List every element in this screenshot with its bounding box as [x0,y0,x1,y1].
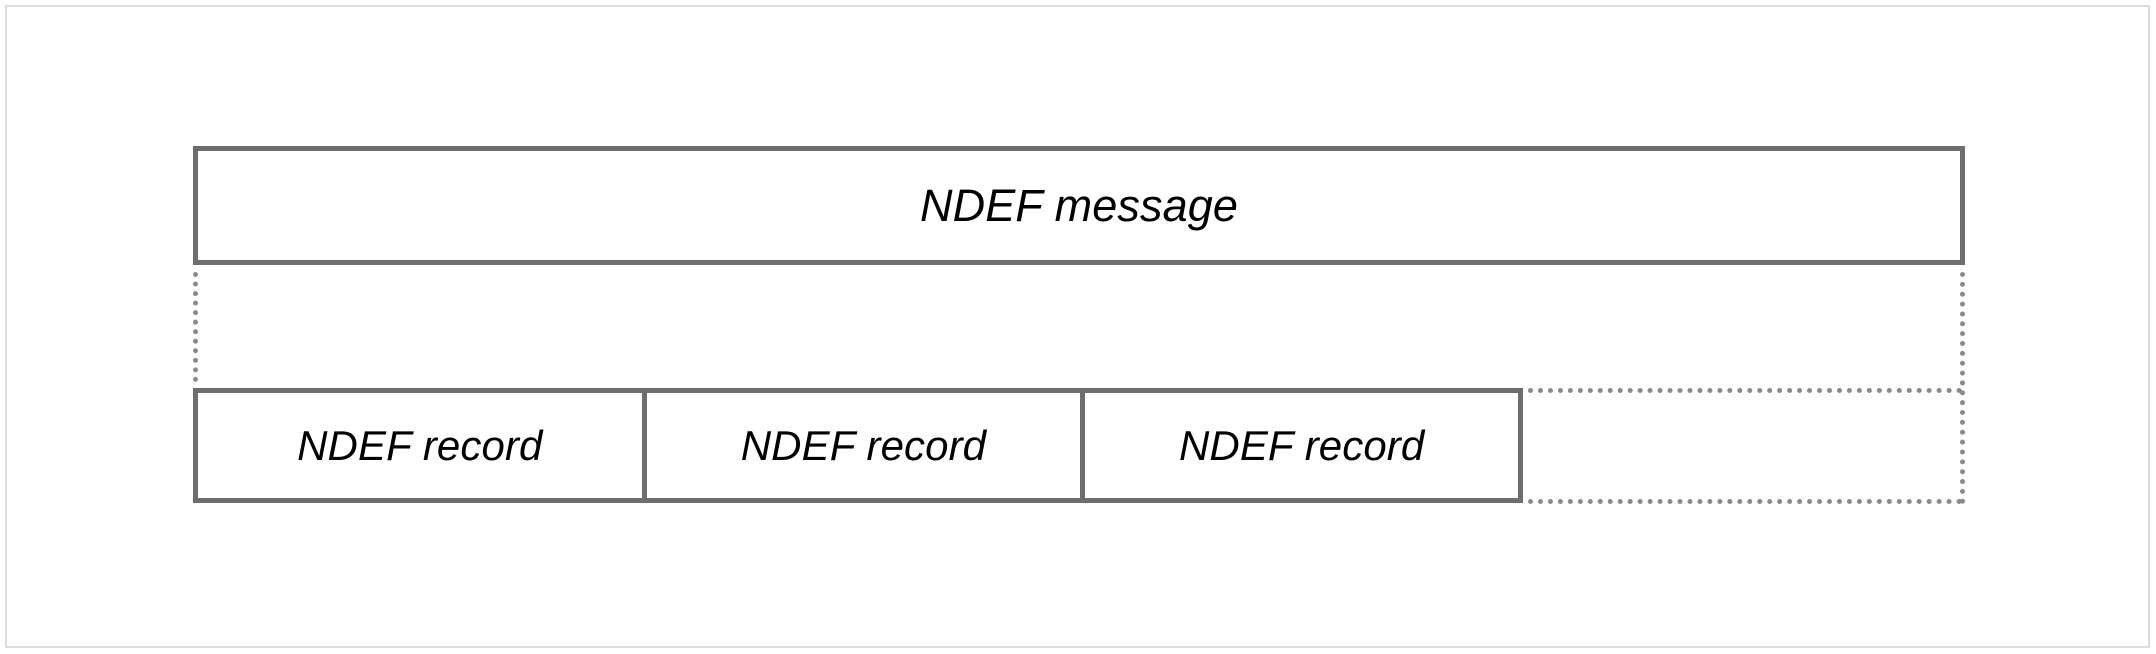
ndef-record-box: NDEF record [641,393,1081,498]
ndef-record-row: NDEF record NDEF record NDEF record [193,388,1523,503]
ndef-record-label: NDEF record [297,421,543,469]
continuation-box-top-edge [1528,388,1962,393]
ndef-record-box: NDEF record [198,393,642,498]
right-connector-dotted-line [1960,272,1965,504]
ndef-record-box: NDEF record [1080,393,1518,498]
ndef-message-label: NDEF message [920,179,1238,231]
page-frame [5,5,2150,648]
ndef-record-label: NDEF record [740,421,987,469]
left-connector-dotted-line [193,272,198,382]
continuation-box-bottom-edge [1528,499,1962,504]
ndef-record-label: NDEF record [1178,421,1425,469]
ndef-message-box: NDEF message [193,146,1965,265]
